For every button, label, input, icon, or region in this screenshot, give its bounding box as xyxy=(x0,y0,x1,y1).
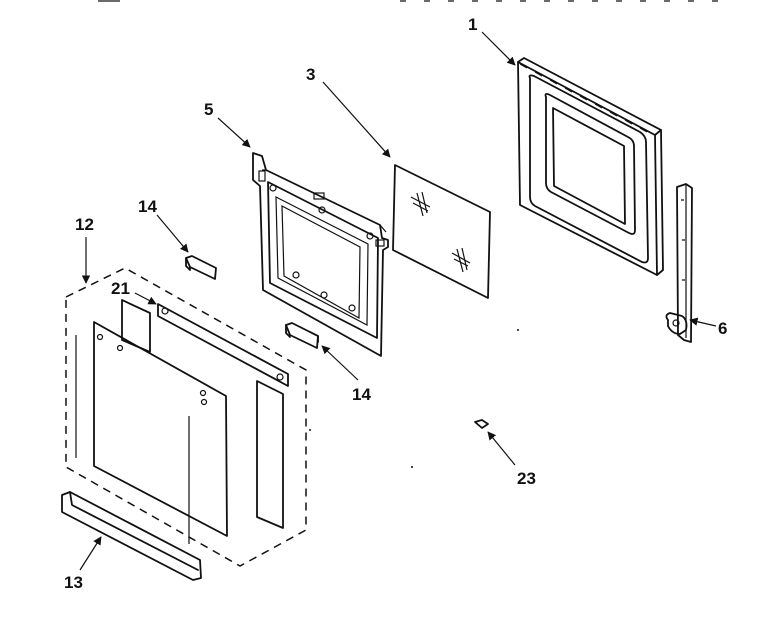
part-1-outer-door-panel xyxy=(517,57,664,276)
callout-12: 12 xyxy=(75,215,94,234)
part-3-glass-panel xyxy=(392,164,491,299)
part-23-small-part xyxy=(474,419,489,429)
part-5-inner-door-frame xyxy=(252,152,389,357)
part-14-upper-clip xyxy=(185,255,217,280)
part-12-inner-assembly xyxy=(65,267,307,567)
callout-1: 1 xyxy=(468,15,477,34)
callout-labels: 1 3 5 6 12 13 14 14 21 23 xyxy=(64,15,727,592)
callout-14-upper: 14 xyxy=(138,197,157,216)
callout-13: 13 xyxy=(64,573,83,592)
part-21-strip xyxy=(157,303,289,387)
callout-leaders xyxy=(79,31,717,571)
callout-6: 6 xyxy=(718,319,727,338)
part-13-handle xyxy=(61,491,202,581)
stray-dots xyxy=(309,329,519,468)
part-14-lower-clip xyxy=(285,322,319,349)
part-6-hinge xyxy=(665,183,693,343)
callout-3: 3 xyxy=(306,65,315,84)
callout-5: 5 xyxy=(204,100,213,119)
callout-23: 23 xyxy=(517,469,536,488)
callout-21: 21 xyxy=(111,279,130,298)
callout-14-lower: 14 xyxy=(352,385,371,404)
